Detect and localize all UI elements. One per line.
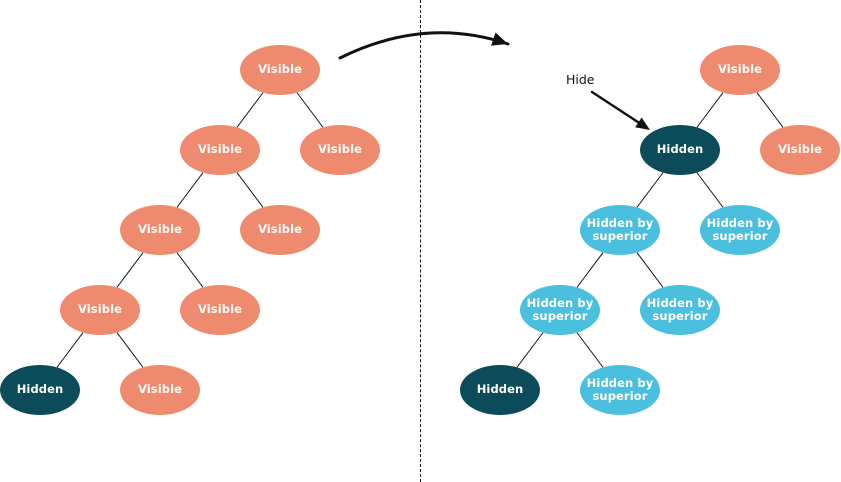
tree-node-l5-visible[interactable]: Visible bbox=[60, 285, 140, 335]
tree-node-label: Visible bbox=[717, 62, 763, 77]
tree-node-label: Hidden bbox=[656, 142, 704, 157]
tree-node-label: Visible bbox=[777, 142, 823, 157]
tree-node-label: Hidden by superior bbox=[706, 215, 774, 243]
tree-node-l1-visible[interactable]: Visible bbox=[180, 125, 260, 175]
tree-node-label: Hidden by superior bbox=[526, 295, 594, 323]
tree-edge bbox=[756, 92, 784, 128]
tree-node-l0-visible[interactable]: Visible bbox=[240, 45, 320, 95]
tree-edge bbox=[696, 92, 724, 128]
tree-node-r0-visible[interactable]: Visible bbox=[700, 45, 780, 95]
tree-edge bbox=[576, 252, 604, 288]
tree-edges bbox=[56, 92, 784, 368]
tree-node-label: Visible bbox=[317, 142, 363, 157]
tree-edge bbox=[236, 92, 264, 128]
tree-edge bbox=[176, 252, 204, 288]
tree-node-l4-visible[interactable]: Visible bbox=[240, 205, 320, 255]
tree-node-label: Hidden by superior bbox=[586, 375, 654, 403]
tree-edge bbox=[176, 172, 204, 208]
tree-node-r8-superior[interactable]: Hidden by superior bbox=[580, 365, 660, 415]
tree-node-l3-visible[interactable]: Visible bbox=[120, 205, 200, 255]
tree-node-l6-visible[interactable]: Visible bbox=[180, 285, 260, 335]
tree-edge bbox=[636, 252, 664, 288]
tree-node-r5-superior[interactable]: Hidden by superior bbox=[520, 285, 600, 335]
tree-node-label: Hidden bbox=[476, 382, 524, 397]
tree-node-label: Visible bbox=[77, 302, 123, 317]
tree-edge bbox=[116, 252, 144, 288]
tree-node-r3-superior[interactable]: Hidden by superior bbox=[580, 205, 660, 255]
tree-node-label: Visible bbox=[137, 382, 183, 397]
tree-node-r4-superior[interactable]: Hidden by superior bbox=[700, 205, 780, 255]
tree-node-label: Hidden by superior bbox=[586, 215, 654, 243]
tree-edge bbox=[516, 332, 544, 368]
tree-node-label: Visible bbox=[257, 62, 303, 77]
tree-edge bbox=[696, 172, 724, 208]
tree-node-r7-hidden[interactable]: Hidden bbox=[460, 365, 540, 415]
tree-edge bbox=[576, 332, 604, 368]
tree-node-r1-hidden[interactable]: Hidden bbox=[640, 125, 720, 175]
tree-node-label: Visible bbox=[197, 142, 243, 157]
tree-node-l2-visible[interactable]: Visible bbox=[300, 125, 380, 175]
tree-node-label: Hidden by superior bbox=[646, 295, 714, 323]
tree-edge bbox=[116, 332, 144, 368]
tree-node-r6-superior[interactable]: Hidden by superior bbox=[640, 285, 720, 335]
tree-node-label: Visible bbox=[197, 302, 243, 317]
tree-edge bbox=[56, 332, 84, 368]
hide-annotation-label: Hide bbox=[566, 72, 595, 87]
tree-node-label: Hidden bbox=[16, 382, 64, 397]
hide-pointer-arrow bbox=[590, 90, 650, 130]
tree-edge bbox=[236, 172, 264, 208]
vertical-dashed-divider bbox=[420, 0, 421, 482]
tree-node-label: Visible bbox=[257, 222, 303, 237]
tree-node-r2-visible[interactable]: Visible bbox=[760, 125, 840, 175]
tree-node-label: Visible bbox=[137, 222, 183, 237]
curved-transition-arrow bbox=[338, 31, 510, 60]
tree-node-l8-visible[interactable]: Visible bbox=[120, 365, 200, 415]
tree-edge bbox=[636, 172, 664, 208]
tree-edge bbox=[296, 92, 324, 128]
tree-node-l7-hidden[interactable]: Hidden bbox=[0, 365, 80, 415]
